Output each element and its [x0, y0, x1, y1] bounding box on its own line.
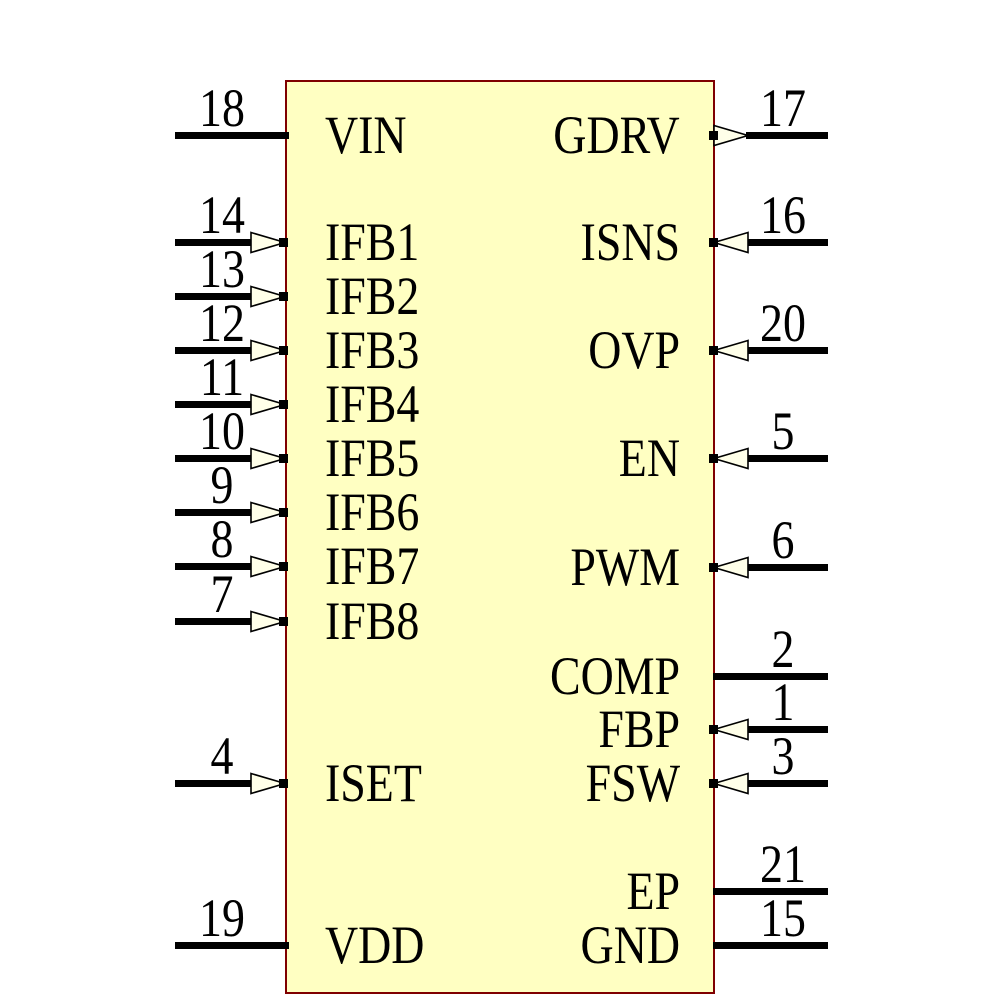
- pin-wire: [175, 400, 252, 408]
- pin-label: VIN: [325, 105, 407, 165]
- pin-label: COMP: [549, 646, 680, 706]
- pin-number: 19: [199, 888, 245, 948]
- pin-wire: [746, 238, 828, 246]
- ic-body: [285, 80, 715, 994]
- pin-number: 21: [760, 834, 806, 894]
- pin-wire: [175, 454, 252, 462]
- pin-junction-dot: [709, 453, 718, 463]
- pin-label: ISET: [325, 753, 422, 813]
- pin-junction-dot: [279, 399, 288, 409]
- arrow-in-icon: [712, 555, 749, 579]
- pin-label: ISNS: [580, 212, 680, 272]
- pin-number: 12: [199, 293, 245, 353]
- pin-wire: [713, 887, 828, 895]
- pin-label: IFB1: [325, 212, 420, 272]
- pin-label: FBP: [598, 699, 680, 759]
- pin-number: 8: [210, 509, 234, 569]
- pin-number: 13: [199, 239, 245, 299]
- pin-label: PWM: [570, 537, 680, 597]
- pin-junction-dot: [279, 453, 288, 463]
- pin-number: 14: [199, 185, 245, 245]
- pin-number: 6: [771, 510, 795, 570]
- pin-label: FSW: [585, 753, 680, 813]
- pin-wire: [175, 508, 252, 516]
- pin-label: GND: [580, 915, 680, 975]
- arrow-in-icon: [712, 771, 749, 795]
- pin-label: GDRV: [553, 105, 680, 165]
- pin-number: 4: [210, 726, 234, 786]
- arrow-in-icon: [712, 230, 749, 254]
- pin-wire: [175, 238, 252, 246]
- pin-wire: [175, 131, 289, 139]
- pin-number: 20: [760, 293, 806, 353]
- pin-label: IFB7: [325, 536, 420, 596]
- pin-number: 1: [771, 672, 795, 732]
- pin-wire: [746, 563, 828, 571]
- pin-wire: [746, 779, 828, 787]
- pin-junction-dot: [709, 345, 718, 355]
- pin-wire: [713, 672, 828, 680]
- arrow-in-icon: [712, 446, 749, 470]
- pin-label: IFB8: [325, 591, 420, 651]
- pin-number: 2: [771, 619, 795, 679]
- arrow-out-icon: [713, 123, 750, 147]
- pin-number: 11: [199, 347, 245, 407]
- arrow-in-icon: [250, 338, 287, 362]
- pin-number: 17: [760, 78, 806, 138]
- pin-junction-dot: [279, 345, 288, 355]
- pin-wire: [713, 941, 828, 949]
- pin-junction-dot: [279, 237, 288, 247]
- arrow-in-icon: [712, 338, 749, 362]
- pin-label: OVP: [588, 320, 680, 380]
- pin-wire: [746, 454, 828, 462]
- pin-wire: [175, 941, 289, 949]
- arrow-in-icon: [250, 230, 287, 254]
- pin-wire: [175, 617, 252, 625]
- arrow-in-icon: [250, 554, 287, 578]
- pin-number: 5: [771, 401, 795, 461]
- pin-junction-dot: [279, 561, 288, 571]
- arrow-in-icon: [250, 500, 287, 524]
- pin-label: EN: [618, 428, 680, 488]
- pin-number: 16: [760, 185, 806, 245]
- pin-junction-dot: [279, 778, 288, 788]
- arrow-in-icon: [712, 717, 749, 741]
- pin-label: IFB5: [325, 428, 420, 488]
- pin-label: EP: [626, 861, 680, 921]
- pin-wire: [175, 346, 252, 354]
- pin-label: IFB6: [325, 482, 420, 542]
- pin-number: 15: [760, 888, 806, 948]
- pin-wire: [746, 131, 828, 139]
- arrow-in-icon: [250, 609, 287, 633]
- pin-wire: [175, 779, 252, 787]
- pin-junction-dot: [279, 291, 288, 301]
- pin-junction-dot: [279, 507, 288, 517]
- pin-wire: [175, 562, 252, 570]
- arrow-in-icon: [250, 392, 287, 416]
- pin-junction-dot: [709, 724, 718, 734]
- pin-number: 18: [199, 78, 245, 138]
- pin-junction-dot: [709, 778, 718, 788]
- pin-wire: [746, 346, 828, 354]
- pin-number: 9: [210, 455, 234, 515]
- pin-wire: [175, 292, 252, 300]
- pin-junction-dot: [709, 237, 718, 247]
- pin-number: 10: [199, 401, 245, 461]
- arrow-in-icon: [250, 284, 287, 308]
- pin-wire: [746, 725, 828, 733]
- pin-label: VDD: [325, 915, 425, 975]
- pin-junction-dot: [279, 616, 288, 626]
- pin-label: IFB2: [325, 266, 420, 326]
- pin-number: 7: [210, 564, 234, 624]
- pin-label: IFB4: [325, 374, 420, 434]
- pin-junction-dot: [709, 562, 718, 572]
- pin-label: IFB3: [325, 320, 420, 380]
- arrow-in-icon: [250, 446, 287, 470]
- pin-junction-dot: [709, 130, 718, 140]
- pin-number: 3: [771, 726, 795, 786]
- arrow-in-icon: [250, 771, 287, 795]
